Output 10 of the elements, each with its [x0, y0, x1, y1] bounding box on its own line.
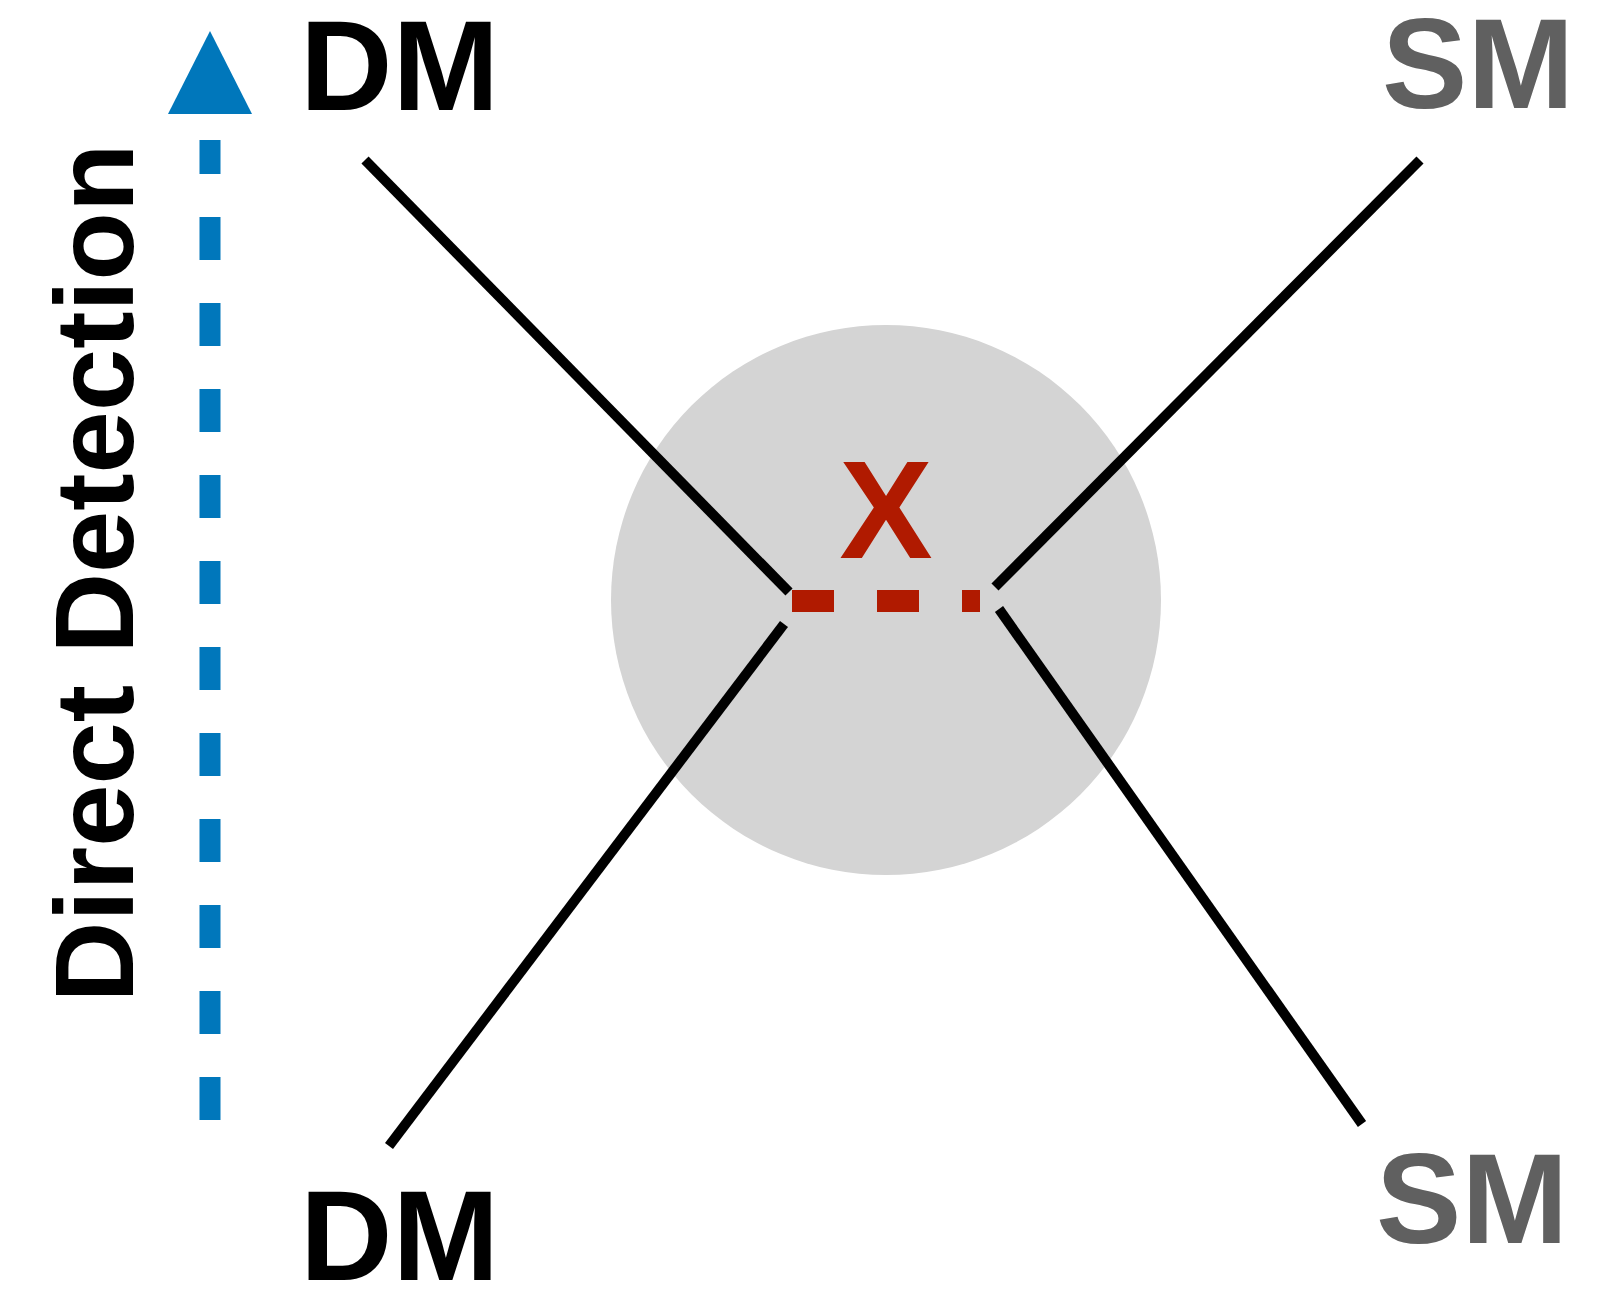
particle-line	[361, 156, 793, 596]
mediator-label: X	[839, 440, 933, 580]
particle-label: DM	[300, 2, 500, 130]
particle-line	[385, 621, 788, 1149]
axis-label: Direct Detection	[39, 143, 151, 1003]
particle-label: DM	[300, 1172, 500, 1299]
particle-line	[994, 606, 1367, 1127]
particle-line	[991, 156, 1424, 591]
particle-label: SM	[1382, 0, 1574, 128]
particle-label: SM	[1376, 1135, 1568, 1263]
